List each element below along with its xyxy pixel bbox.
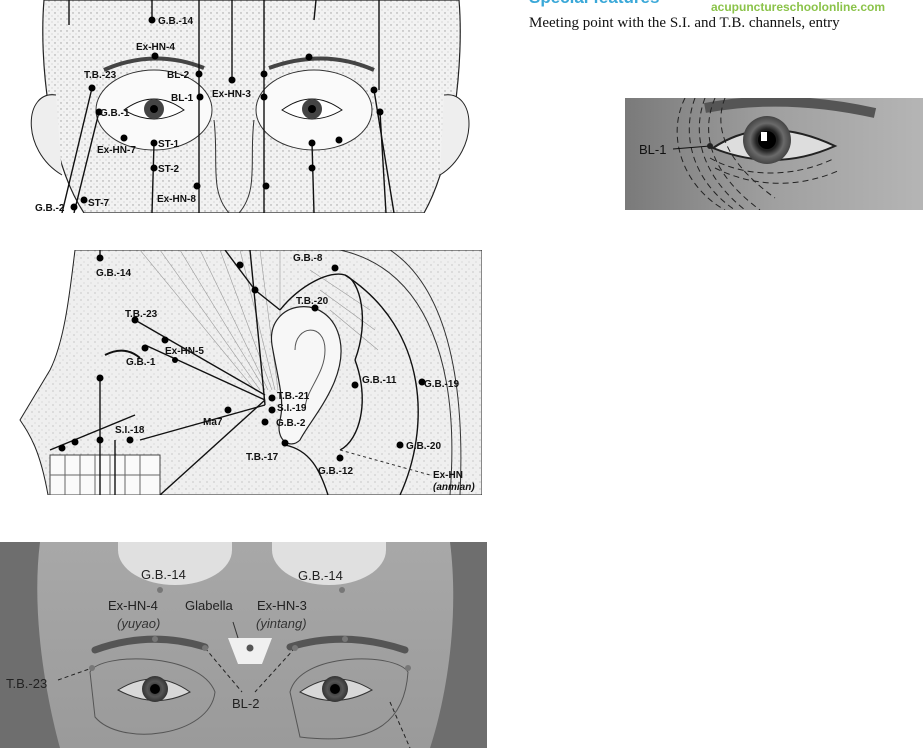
side-face-diagram: G.B.-14 G.B.-8 T.B.-23 T.B.-20 Ex-HN-5 G… — [10, 250, 482, 495]
photo-label-tb23: T.B.-23 — [6, 676, 47, 691]
side-label-gb1: G.B.-1 — [126, 357, 156, 368]
side-label-si18: S.I.-18 — [115, 425, 145, 436]
side-label-ma7: Ma7 — [203, 417, 223, 428]
section-description: Meeting point with the S.I. and T.B. cha… — [529, 15, 840, 31]
side-label-gb11: G.B.-11 — [362, 375, 397, 386]
photo-label-glabella: Glabella — [185, 598, 233, 613]
eye-closeup-photo: BL-1 — [625, 98, 923, 210]
photo-label-exhn3: Ex-HN-3 — [257, 598, 307, 613]
front-label-st1: ST-1 — [158, 139, 180, 150]
front-label-st7: ST-7 — [88, 198, 110, 209]
face-photo-diagram: G.B.-14 G.B.-14 Ex-HN-4 (yuyao) Glabella… — [0, 542, 487, 748]
front-label-exhn3: Ex-HN-3 — [212, 89, 251, 100]
side-label-gb8: G.B.-8 — [293, 253, 323, 264]
side-label-exhn5: Ex-HN-5 — [165, 346, 204, 357]
side-label-gb2: G.B.-2 — [276, 418, 306, 429]
side-label-tb23: T.B.-23 — [125, 309, 158, 320]
front-label-tb23: T.B.-23 — [84, 70, 117, 81]
side-label-gb12: G.B.-12 — [318, 466, 353, 477]
side-label-gb14: G.B.-14 — [96, 268, 131, 279]
front-label-gb14: G.B.-14 — [158, 16, 193, 27]
photo-label-exhn4: Ex-HN-4 — [108, 598, 158, 613]
photo-label-yuyao: (yuyao) — [117, 616, 160, 631]
photo-label-yintang: (yintang) — [256, 616, 307, 631]
watermark-text: acupunctureschoolonline.com — [711, 0, 886, 14]
photo-label-gb14-right: G.B.-14 — [298, 568, 343, 583]
front-label-bl2: BL-2 — [167, 70, 190, 81]
front-label-exhn8: Ex-HN-8 — [157, 194, 196, 205]
side-label-anmian: (anmian) — [433, 482, 475, 493]
side-label-tb21: T.B.-21 — [277, 391, 310, 402]
photo-label-gb14-left: G.B.-14 — [141, 567, 186, 582]
eye-label-bl1: BL-1 — [639, 142, 666, 157]
front-label-exhn7: Ex-HN-7 — [97, 145, 136, 156]
side-label-tb20: T.B.-20 — [296, 296, 329, 307]
front-face-diagram: G.B.-14 Ex-HN-4 T.B.-23 BL-2 BL-1 Ex-HN-… — [24, 0, 482, 213]
side-label-exhn: Ex-HN — [433, 470, 463, 481]
front-label-st2: ST-2 — [158, 164, 180, 175]
front-label-gb1: G.B.-1 — [100, 108, 130, 119]
side-label-si19: S.I.-19 — [277, 403, 307, 414]
photo-label-bl2: BL-2 — [232, 696, 259, 711]
side-label-tb17: T.B.-17 — [246, 452, 279, 463]
side-label-gb20: G.B.-20 — [406, 441, 441, 452]
side-label-gb19: G.B.-19 — [424, 379, 459, 390]
front-label-bl1: BL-1 — [171, 93, 194, 104]
front-label-gb2: G.B.-2 — [35, 203, 65, 213]
section-heading: Special features — [529, 0, 659, 8]
front-label-exhn4: Ex-HN-4 — [136, 42, 175, 53]
